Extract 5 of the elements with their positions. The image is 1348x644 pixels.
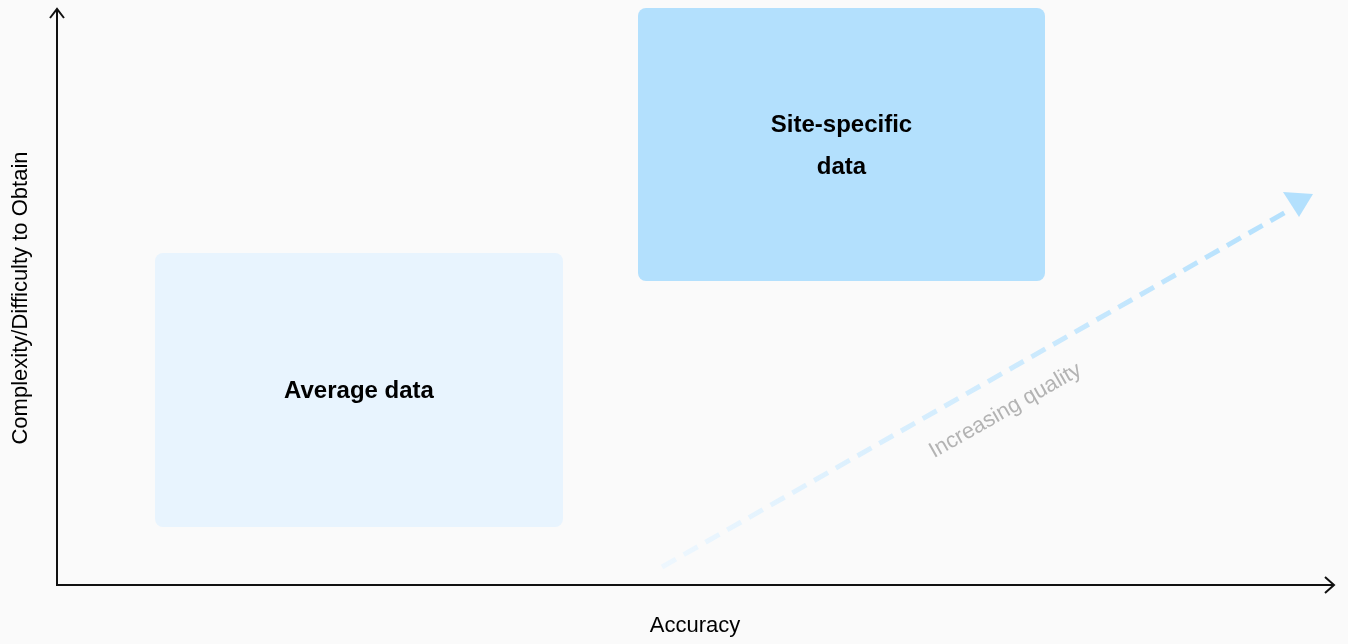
x-axis-label: Accuracy: [648, 611, 742, 639]
y-axis-label: Complexity/Difficulty to Obtain: [6, 150, 33, 447]
box-title: Site-specific data: [769, 108, 914, 181]
data-box: [638, 8, 1045, 281]
box-title: Average data: [284, 375, 434, 405]
